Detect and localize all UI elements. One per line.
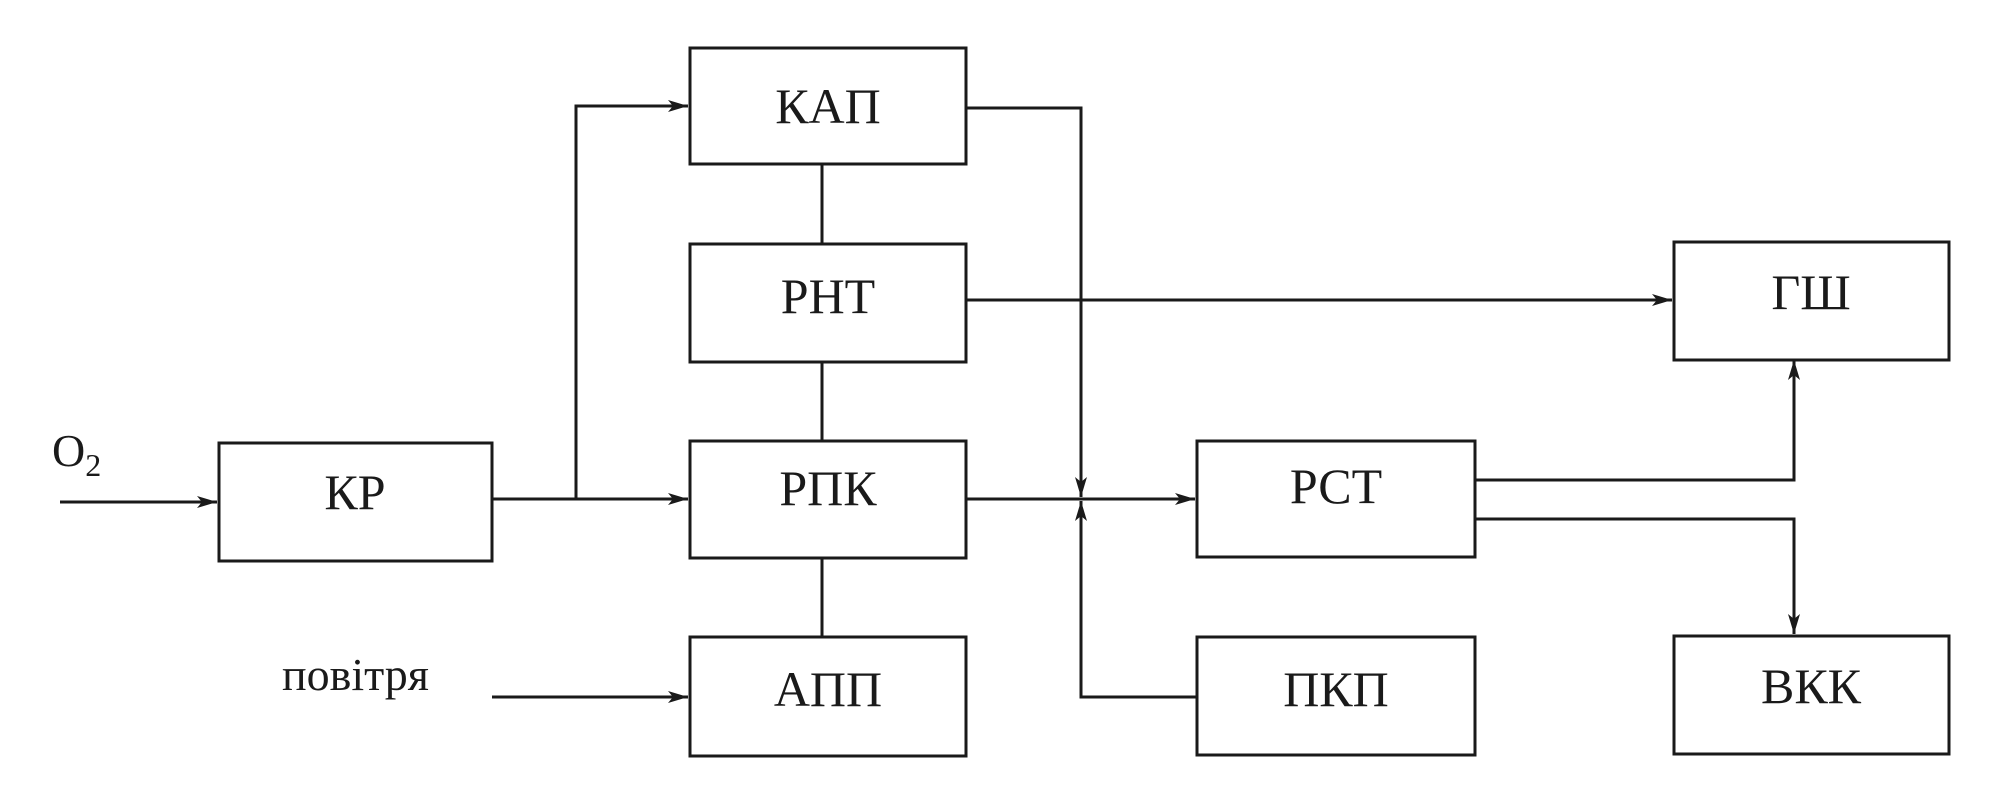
block-kap: КАП	[688, 46, 968, 166]
block-rst: РСТ	[1195, 439, 1477, 559]
wire-kap-to-junction	[966, 106, 1087, 497]
wire-pkp-to-junction	[1075, 501, 1197, 699]
oxygen-subscript: 2	[85, 447, 101, 483]
wire-rst-to-gsh	[1475, 360, 1800, 482]
oxygen-input-label: O2	[52, 425, 101, 483]
block-gsh: ГШ	[1672, 240, 1951, 362]
block-kr: КР	[217, 441, 494, 563]
block-kr-label: КР	[324, 464, 385, 520]
block-pkp-label: ПКП	[1283, 661, 1389, 717]
block-vkk: ВКК	[1672, 634, 1951, 756]
oxygen-symbol: O	[52, 425, 85, 476]
block-rst-label: РСТ	[1290, 458, 1382, 514]
wire-rst-to-vkk	[1475, 517, 1800, 634]
air-input-label: повітря	[282, 649, 429, 700]
block-app: АПП	[688, 635, 968, 758]
block-app-label: АПП	[774, 661, 882, 717]
block-gsh-label: ГШ	[1771, 264, 1850, 320]
connections	[60, 100, 1800, 703]
block-kap-label: КАП	[775, 78, 881, 134]
block-rnt-label: РНТ	[781, 268, 875, 324]
block-rpk: РПК	[688, 439, 968, 560]
wire-kr-to-kap	[574, 100, 688, 499]
block-pkp: ПКП	[1195, 635, 1477, 757]
block-rpk-label: РПК	[779, 460, 877, 516]
block-rnt: РНТ	[688, 242, 968, 364]
block-vkk-label: ВКК	[1761, 658, 1862, 714]
